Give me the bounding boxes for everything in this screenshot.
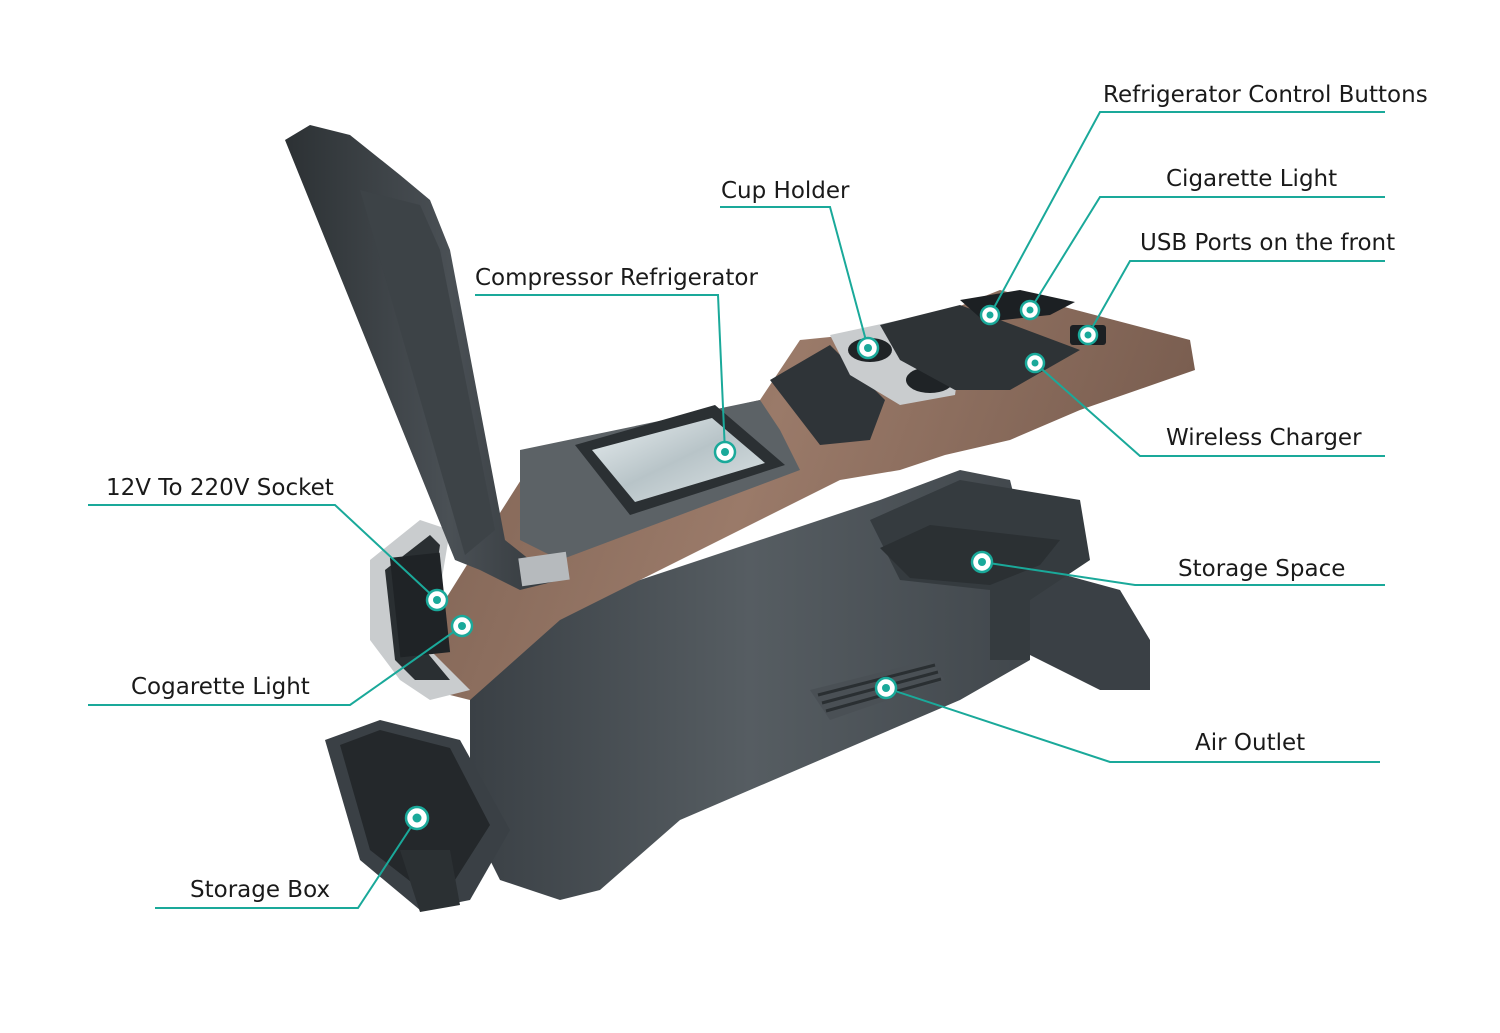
label-air-outlet: Air Outlet — [1195, 730, 1306, 756]
console-body — [285, 125, 1195, 912]
leader-cigarette-light-side — [88, 625, 463, 706]
marker-cigarette-light-top — [1019, 299, 1041, 321]
marker-compressor-refrigerator — [713, 440, 737, 464]
label-cigarette-light-side: Cogarette Light — [131, 674, 310, 700]
leader-wireless-charger — [1034, 362, 1385, 457]
leader-cup-holder — [720, 206, 869, 349]
marker-cup-holder — [856, 336, 880, 360]
label-wireless-charger: Wireless Charger — [1166, 425, 1362, 451]
armrest-lid — [285, 125, 570, 590]
marker-storage-space — [970, 550, 994, 574]
label-refrigerator-control-buttons: Refrigerator Control Buttons — [1103, 82, 1428, 108]
label-usb-ports-front: USB Ports on the front — [1140, 230, 1396, 256]
marker-storage-box — [404, 805, 430, 831]
label-compressor-refrigerator: Compressor Refrigerator — [475, 265, 758, 291]
leader-socket-12v-220v — [88, 504, 438, 601]
callout-leaders — [88, 111, 1385, 909]
leader-storage-space — [981, 561, 1385, 586]
leader-compressor-refrigerator — [475, 294, 726, 453]
label-socket-12v-220v: 12V To 220V Socket — [106, 475, 334, 501]
marker-wireless-charger — [1024, 352, 1046, 374]
leader-storage-box — [155, 817, 418, 909]
leader-refrigerator-control-buttons — [989, 111, 1385, 316]
marker-socket-12v-220v — [425, 588, 449, 612]
leader-usb-ports-front — [1087, 260, 1385, 336]
label-cup-holder: Cup Holder — [721, 178, 850, 204]
label-storage-space: Storage Space — [1178, 556, 1346, 582]
marker-air-outlet — [874, 676, 898, 700]
marker-cigarette-light-side — [450, 614, 474, 638]
marker-usb-ports-front — [1077, 324, 1099, 346]
label-storage-box: Storage Box — [190, 877, 331, 903]
leader-air-outlet — [885, 687, 1380, 763]
leader-cigarette-light-top — [1029, 196, 1385, 311]
callout-markers — [404, 299, 1099, 831]
marker-refrigerator-control-buttons — [979, 304, 1001, 326]
label-cigarette-light-top: Cigarette Light — [1166, 166, 1338, 192]
